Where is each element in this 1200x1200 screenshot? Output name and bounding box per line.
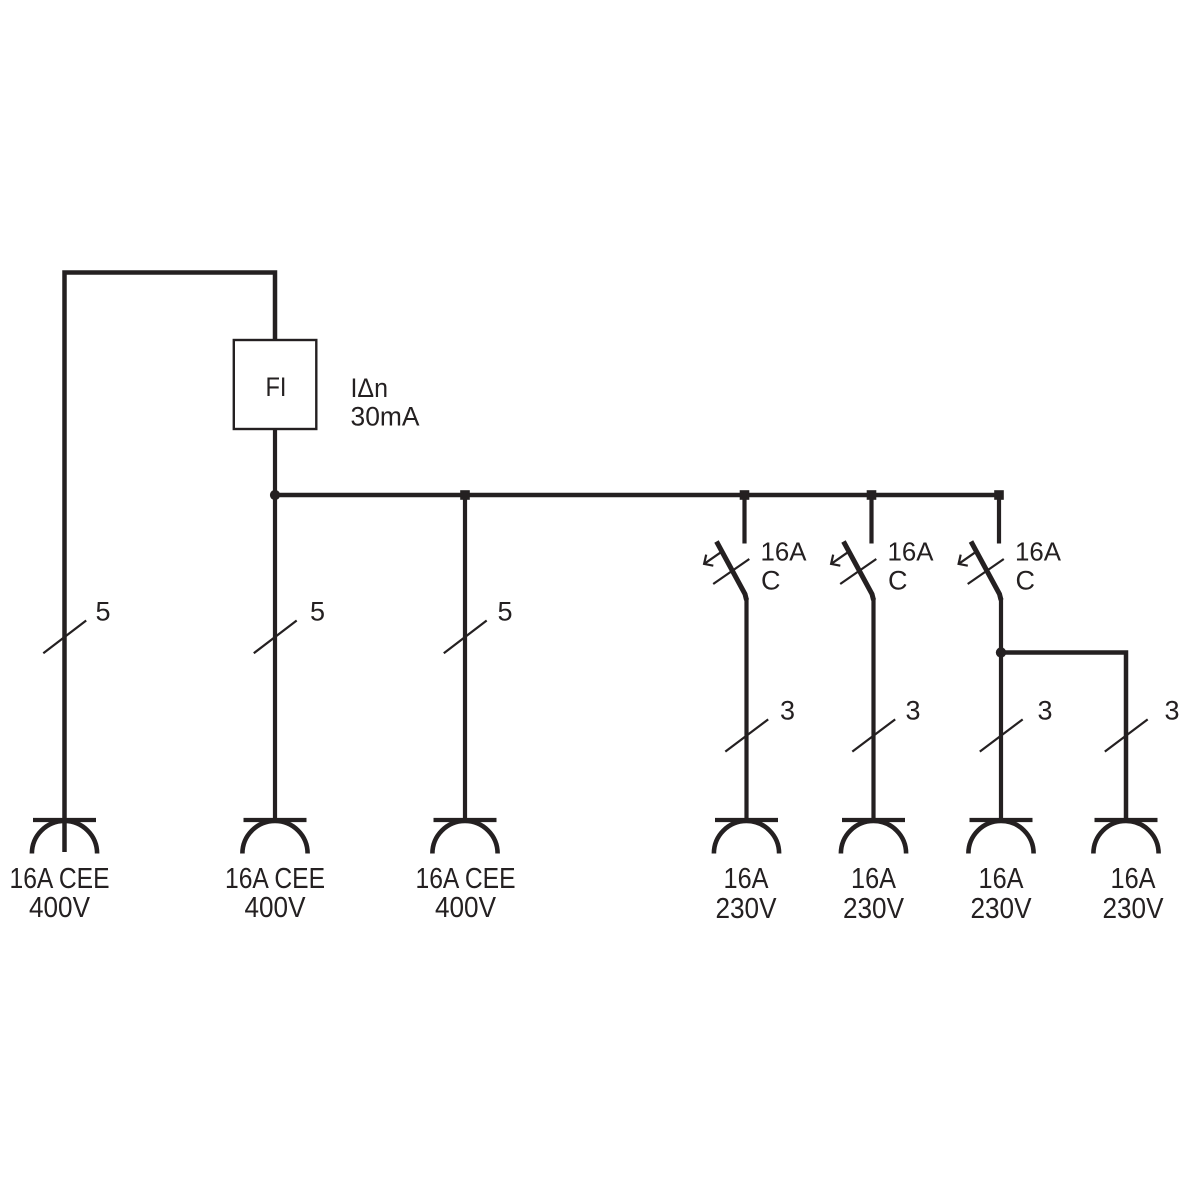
svg-text:400V: 400V — [435, 892, 496, 924]
svg-text:16A: 16A — [724, 863, 769, 895]
svg-text:C: C — [761, 566, 781, 596]
svg-text:16A: 16A — [761, 537, 808, 567]
svg-text:16A: 16A — [1015, 537, 1062, 567]
svg-text:5: 5 — [310, 597, 325, 627]
svg-text:3: 3 — [1165, 695, 1180, 725]
svg-text:IΔn: IΔn — [351, 373, 389, 403]
svg-text:5: 5 — [498, 597, 513, 627]
svg-text:C: C — [888, 566, 908, 596]
svg-text:16A: 16A — [888, 537, 935, 567]
svg-text:16A: 16A — [1111, 863, 1156, 895]
svg-text:400V: 400V — [29, 892, 90, 924]
svg-text:230V: 230V — [716, 893, 777, 925]
svg-text:16A CEE: 16A CEE — [225, 863, 325, 895]
svg-text:5: 5 — [96, 597, 111, 627]
svg-text:230V: 230V — [971, 893, 1032, 925]
svg-text:16A CEE: 16A CEE — [416, 863, 516, 895]
svg-text:30mA: 30mA — [351, 401, 420, 431]
svg-text:3: 3 — [780, 695, 795, 725]
svg-text:230V: 230V — [843, 893, 904, 925]
svg-text:400V: 400V — [245, 892, 306, 924]
svg-text:16A: 16A — [979, 863, 1024, 895]
svg-text:3: 3 — [1038, 695, 1053, 725]
svg-text:FI: FI — [266, 372, 287, 402]
svg-text:16A CEE: 16A CEE — [10, 863, 110, 895]
svg-text:16A: 16A — [851, 863, 896, 895]
svg-text:230V: 230V — [1103, 893, 1164, 925]
svg-text:C: C — [1016, 566, 1036, 596]
svg-text:3: 3 — [906, 695, 921, 725]
